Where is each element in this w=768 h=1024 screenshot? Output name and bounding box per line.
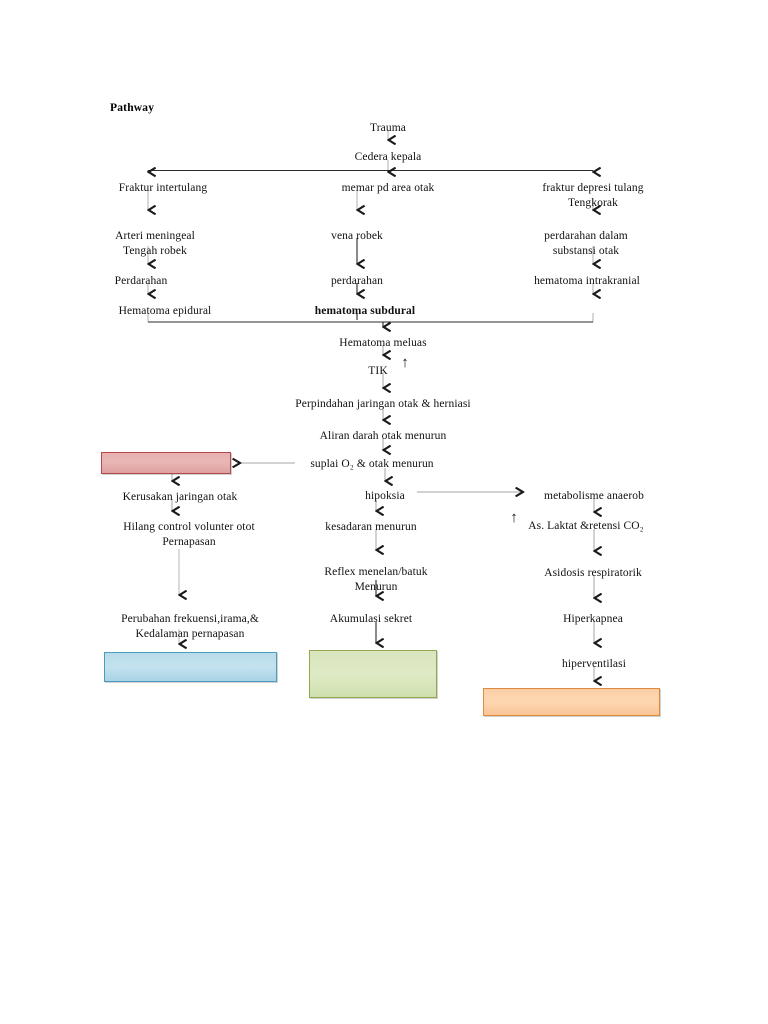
node-hematoma-subdural: hematoma subdural	[314, 305, 416, 317]
node-hiperventilasi: hiperventilasi	[562, 658, 626, 670]
node-aliran-darah-otak: Aliran darah otak menurun	[319, 430, 447, 442]
node-akumulasi-sekret: Akumulasi sekret	[329, 613, 413, 625]
node-fraktur-depresi-tulang: fraktur depresi tulang Tengkorak	[542, 182, 644, 209]
node-tik: TIK	[368, 365, 388, 377]
node-kesadaran-menurun: kesadaran menurun	[325, 521, 417, 533]
node-suplai-o2: suplai O₂ & otak menurun	[310, 458, 434, 470]
node-hematoma-epidural: Hematoma epidural	[118, 305, 212, 317]
node-perdarahan-dalam-substansi: perdarahan dalam substansi otak	[544, 230, 628, 257]
node-perubahan-frekuensi: Perubahan frekuensi,irama,& Kedalaman pe…	[121, 613, 259, 640]
node-as-laktat-retensi: As. Laktat &retensi CO₂	[528, 520, 644, 532]
node-perdarahan-tengah: perdarahan	[330, 275, 384, 287]
box-green[interactable]	[309, 650, 437, 698]
node-hiperkapnea: Hiperkapnea	[563, 613, 623, 625]
node-hilang-control-volunter: Hilang control volunter otot Pernapasan	[123, 521, 255, 548]
box-orange[interactable]	[483, 688, 660, 716]
node-hipoksia: hipoksia	[365, 490, 405, 502]
as-laktat-up-arrow-icon: ↑	[510, 510, 518, 526]
node-trauma: Trauma	[370, 122, 406, 134]
node-asidosis-respiratorik: Asidosis respiratorik	[544, 567, 642, 579]
node-hematoma-meluas: Hematoma meluas	[339, 337, 427, 349]
node-fraktur-intertulang: Fraktur intertulang	[118, 182, 208, 194]
node-kerusakan-jaringan-otak: Kerusakan jaringan otak	[122, 491, 238, 503]
node-arteri-meningeal: Arteri meningeal Tengah robek	[115, 230, 195, 257]
node-metabolisme-anaerob: metabolisme anaerob	[544, 490, 644, 502]
node-perdarahan-kiri: Perdarahan	[114, 275, 168, 287]
node-cedera-kepala: Cedera kepala	[354, 151, 422, 163]
node-perpindahan-jaringan: Perpindahan jaringan otak & herniasi	[295, 398, 471, 410]
box-pink[interactable]	[101, 452, 231, 474]
tik-up-arrow-icon: ↑	[401, 355, 409, 371]
box-blue[interactable]	[104, 652, 277, 682]
page-title: Pathway	[110, 102, 155, 114]
node-reflex-menelan: Reflex menelan/batuk Menurun	[324, 566, 428, 593]
node-hematoma-intrakranial: hematoma intrakranial	[534, 275, 640, 287]
node-vena-robek: vena robek	[331, 230, 383, 242]
node-memar-pd-area-otak: memar pd area otak	[341, 182, 435, 194]
